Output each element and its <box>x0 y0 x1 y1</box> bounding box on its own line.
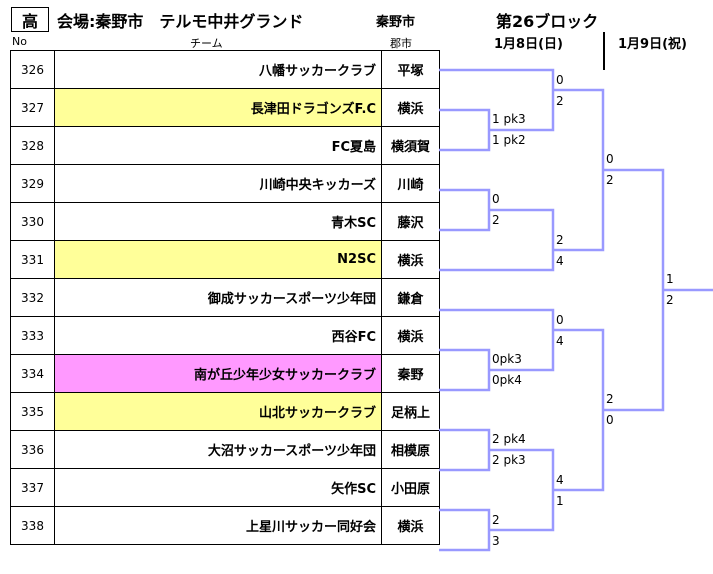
venue-title: 会場:秦野市 テルモ中井グランド <box>57 12 304 31</box>
bracket-line <box>439 108 491 152</box>
score-m3-bottom: 0pk4 <box>492 373 522 387</box>
team-number: 333 <box>10 316 55 355</box>
score-r2b-top: 2 <box>556 233 564 247</box>
bracket-line <box>439 348 491 392</box>
score-final-bottom: 2 <box>666 293 674 307</box>
host-city: 秦野市 <box>376 15 416 30</box>
score-r3a-bottom: 2 <box>606 173 614 187</box>
team-city: 横須賀 <box>381 126 440 165</box>
team-city: 相模原 <box>381 430 440 469</box>
team-name: 南が丘少年少女サッカークラブ <box>54 354 382 393</box>
team-number: 336 <box>10 430 55 469</box>
column-header-city: 郡市 <box>390 37 412 50</box>
bracket-line <box>439 68 555 132</box>
bracket-line <box>439 508 491 552</box>
bracket-line <box>439 188 491 232</box>
team-city: 横浜 <box>381 506 440 545</box>
team-name: 矢作SC <box>54 468 382 507</box>
team-name: 八幡サッカークラブ <box>54 50 382 89</box>
team-number: 328 <box>10 126 55 165</box>
score-r2c-bottom: 4 <box>556 334 564 348</box>
score-m3-top: 0pk3 <box>492 352 522 366</box>
score-r3b-top: 2 <box>606 392 614 406</box>
score-r2c-top: 0 <box>556 313 564 327</box>
score-final-top: 1 <box>666 272 674 286</box>
score-m5-top: 2 <box>492 513 500 527</box>
team-name: FC夏島 <box>54 126 382 165</box>
team-city: 横浜 <box>381 240 440 279</box>
date-round2: 1月9日(祝) <box>618 37 687 52</box>
column-header-no: No <box>12 35 27 48</box>
score-m4-bottom: 2 pk3 <box>492 453 526 467</box>
team-city: 秦野 <box>381 354 440 393</box>
bracket-line <box>553 328 605 492</box>
score-m2-top: 0 <box>492 192 500 206</box>
grade-badge: 高 <box>11 7 49 32</box>
score-r3a-top: 0 <box>606 152 614 166</box>
score-m1-top: 1 pk3 <box>492 112 526 126</box>
score-m1-bottom: 1 pk2 <box>492 133 526 147</box>
score-r2d-top: 4 <box>556 473 564 487</box>
bracket-line <box>603 168 665 412</box>
team-name: 川崎中央キッカーズ <box>54 164 382 203</box>
score-r2d-bottom: 1 <box>556 494 564 508</box>
score-r2b-bottom: 4 <box>556 254 564 268</box>
bracket-line <box>439 208 555 272</box>
score-m2-bottom: 2 <box>492 213 500 227</box>
team-city: 川崎 <box>381 164 440 203</box>
team-number: 334 <box>10 354 55 393</box>
block-title: 第26ブロック <box>496 12 599 31</box>
team-city: 足柄上 <box>381 392 440 431</box>
team-number: 331 <box>10 240 55 279</box>
team-name: 西谷FC <box>54 316 382 355</box>
score-m4-top: 2 pk4 <box>492 432 526 446</box>
team-name: 御成サッカースポーツ少年団 <box>54 278 382 317</box>
team-number: 335 <box>10 392 55 431</box>
score-m5-bottom: 3 <box>492 534 500 548</box>
team-number: 327 <box>10 88 55 127</box>
team-number: 330 <box>10 202 55 241</box>
bracket-line <box>439 428 491 472</box>
column-header-team: チーム <box>190 37 223 50</box>
score-r2a-bottom: 2 <box>556 94 564 108</box>
team-city: 小田原 <box>381 468 440 507</box>
team-name: 青木SC <box>54 202 382 241</box>
team-name: 長津田ドラゴンズF.C <box>54 88 382 127</box>
score-r3b-bottom: 0 <box>606 413 614 427</box>
date-round1: 1月8日(日) <box>494 37 563 52</box>
team-number: 338 <box>10 506 55 545</box>
bracket-line <box>553 88 605 252</box>
bracket-line <box>439 308 555 372</box>
score-r2a-top: 0 <box>556 73 564 87</box>
team-city: 平塚 <box>381 50 440 89</box>
date-divider <box>603 32 605 70</box>
